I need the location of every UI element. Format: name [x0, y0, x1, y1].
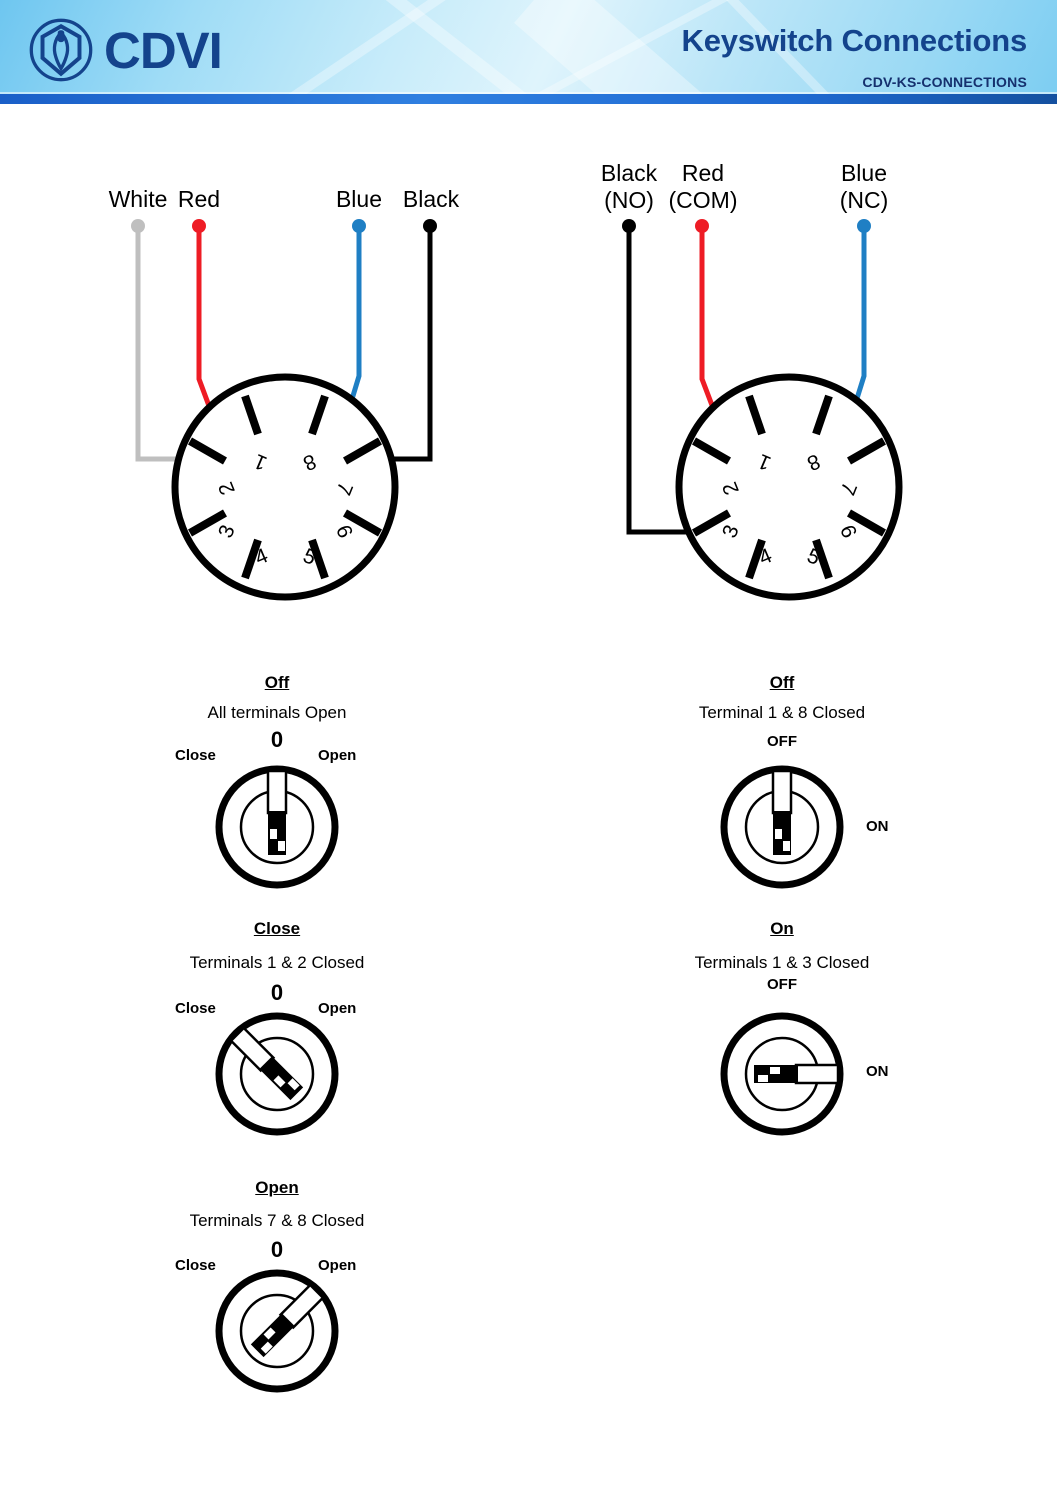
- key-indicator: [266, 769, 288, 857]
- state-open-label-left-1: Open: [318, 1000, 357, 1017]
- key-state-left-0: [219, 769, 335, 885]
- page-header: CDVI Keyswitch Connections CDV-KS-CONNEC…: [0, 0, 1057, 104]
- document-code: CDV-KS-CONNECTIONS: [862, 74, 1027, 90]
- state-open-label-left-0: Open: [318, 747, 357, 764]
- cdvi-shield-logo-icon: [29, 18, 93, 82]
- wire-red-com-dot: [695, 219, 709, 233]
- wire-label-black-no: Black: [600, 160, 658, 186]
- diagram-canvas: 1 2 3 4 5 6 7 8: [131, 219, 903, 1496]
- header-accent-bar: [0, 94, 1057, 104]
- state-close-label-left-1: Close: [175, 1000, 216, 1017]
- terminal-ticks-left: [188, 394, 382, 580]
- state-title-left-0: Off: [264, 673, 290, 692]
- state-close-label-left-0: Close: [175, 747, 216, 764]
- state-off-label-right-1: OFF: [767, 976, 797, 993]
- left-switch-wiring: 1 2 3 4 5 6 7 8: [131, 219, 437, 601]
- state-desc-left-1: Terminals 1 & 2 Closed: [189, 953, 365, 972]
- state-desc-left-0: All terminals Open: [207, 703, 347, 722]
- state-zero-left-0: 0: [270, 727, 284, 752]
- state-desc-left-2: Terminals 7 & 8 Closed: [189, 1211, 365, 1230]
- brand-name: CDVI: [104, 21, 223, 79]
- state-title-right-0: Off: [769, 673, 795, 692]
- state-zero-left-1: 0: [270, 980, 284, 1005]
- key-indicator: [752, 1063, 840, 1085]
- key-state-left-2: [219, 1273, 335, 1389]
- right-switch-wiring: 1 2 3 4 5 6 7 8: [622, 219, 903, 601]
- state-desc-right-0: Terminal 1 & 8 Closed: [698, 703, 866, 722]
- state-title-left-1: Close: [253, 919, 301, 938]
- wire-label-red-com: Red: [681, 160, 725, 186]
- state-title-left-2: Open: [255, 1178, 299, 1197]
- state-open-label-left-2: Open: [318, 1257, 357, 1274]
- state-close-label-left-2: Close: [175, 1257, 216, 1274]
- wire-red-dot: [192, 219, 206, 233]
- wire-label-blue-nc: Blue: [840, 160, 888, 186]
- switch-body-right: [675, 373, 903, 601]
- switch-body-left: [171, 373, 399, 601]
- state-on-label-right-0: ON: [866, 818, 889, 835]
- wire-label-black-no-sub: (NO): [604, 187, 654, 213]
- wire-label-blue-nc-sub: (NC): [839, 187, 889, 213]
- wire-blue-dot: [352, 219, 366, 233]
- state-on-label-right-1: ON: [866, 1063, 889, 1080]
- key-state-right-0: [724, 769, 840, 885]
- wire-black-no-dot: [622, 219, 636, 233]
- state-zero-left-2: 0: [270, 1237, 284, 1262]
- state-desc-right-1: Terminals 1 & 3 Closed: [694, 953, 870, 972]
- brand-logo: CDVI: [28, 17, 223, 83]
- key-state-right-1: [724, 1016, 840, 1132]
- state-title-right-1: On: [770, 919, 794, 938]
- key-indicator: [771, 769, 793, 857]
- wire-black-dot: [423, 219, 437, 233]
- wire-label-blue: Blue: [335, 186, 383, 212]
- key-state-left-1: [219, 1016, 335, 1132]
- page-title: Keyswitch Connections: [681, 23, 1028, 58]
- wire-blue-nc-dot: [857, 219, 871, 233]
- wire-label-black: Black: [402, 186, 460, 212]
- terminal-ticks-right: [692, 394, 886, 580]
- wire-label-red: Red: [177, 186, 221, 212]
- state-off-label-right-0: OFF: [767, 733, 797, 750]
- wire-white-dot: [131, 219, 145, 233]
- wire-label-white: White: [108, 186, 168, 212]
- header-divider-light: [0, 92, 1057, 94]
- wire-label-red-com-sub: (COM): [668, 187, 738, 213]
